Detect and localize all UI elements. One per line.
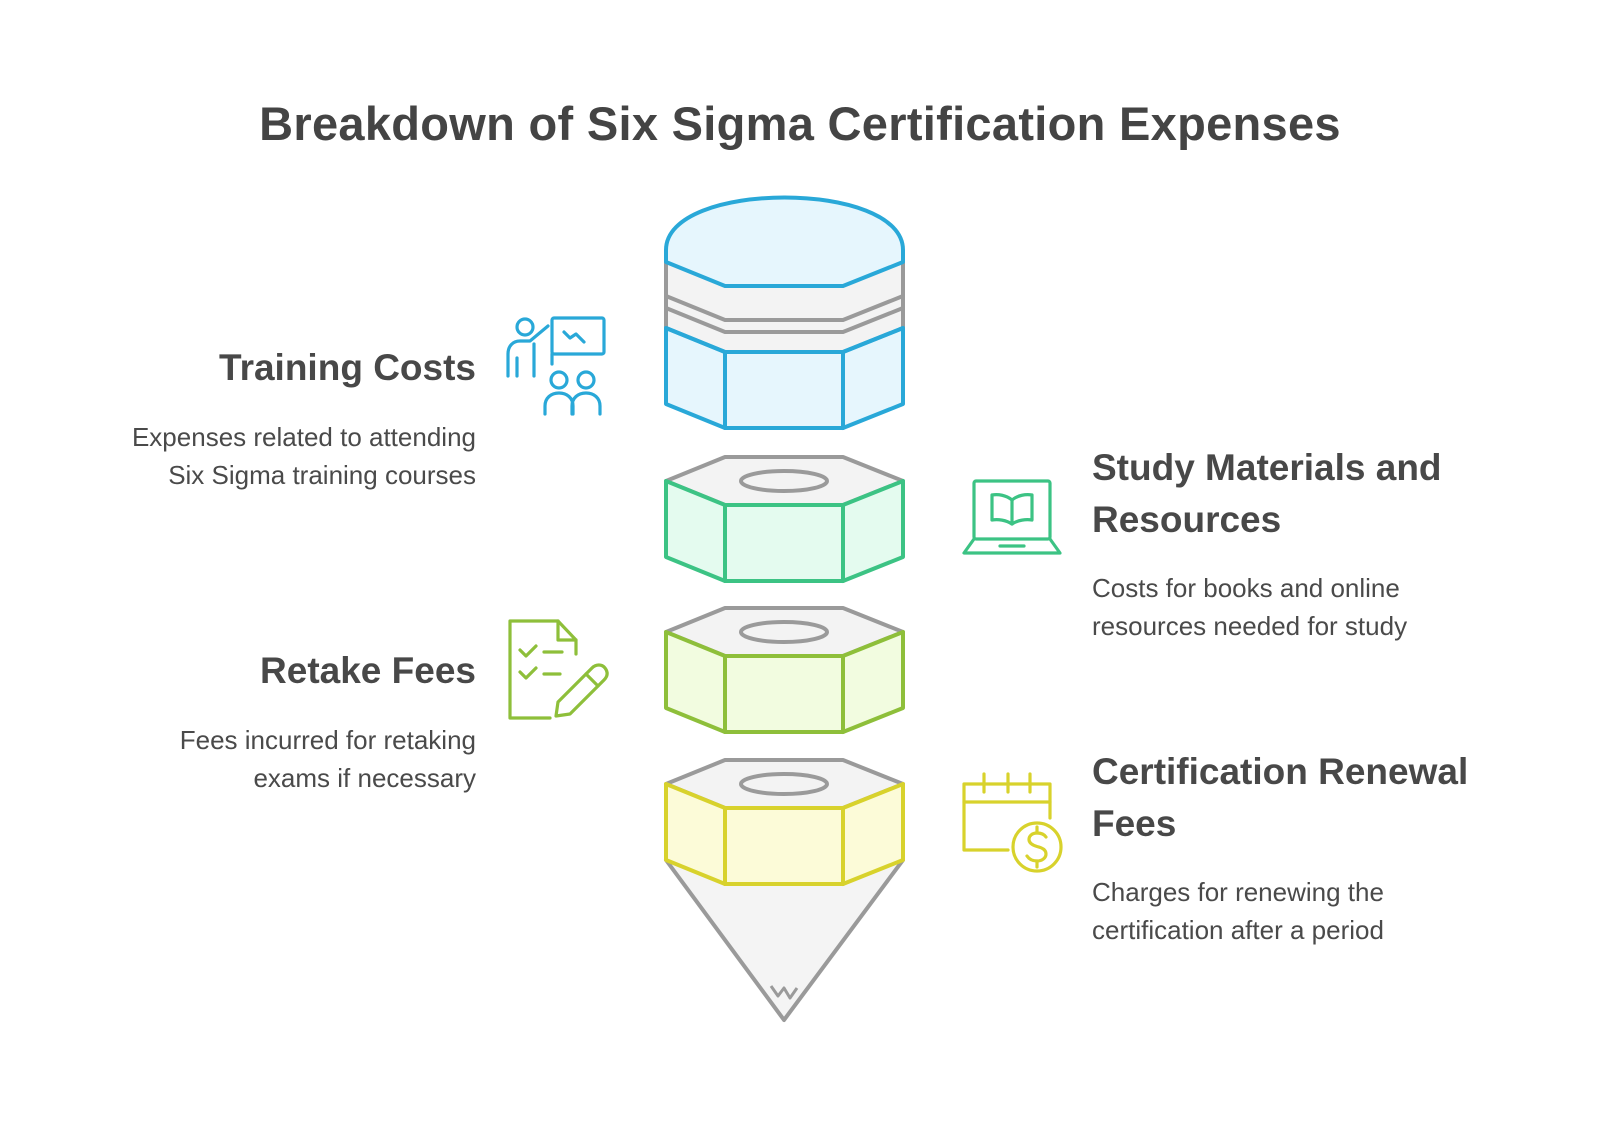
renewal-fees-heading-line-2: Fees	[1092, 803, 1177, 844]
renewal-fees-description-line-1: Charges for renewing the	[1092, 877, 1384, 907]
training-costs-heading: Training Costs	[219, 347, 476, 388]
training-costs-description: Expenses related to attending Six Sigma …	[40, 418, 476, 494]
training-costs-description-line-2: Six Sigma training courses	[168, 460, 476, 490]
study-materials-description-line-2: resources needed for study	[1092, 611, 1408, 641]
retake-fees-description-line-1: Fees incurred for retaking	[179, 725, 476, 755]
segment-retake	[664, 606, 905, 734]
segment-training	[664, 195, 905, 430]
training-presentation-icon	[506, 316, 606, 416]
training-costs-description-line-1: Expenses related to attending	[131, 422, 476, 452]
renewal-fees-description: Charges for renewing the certification a…	[1092, 873, 1572, 949]
calendar-dollar-icon	[962, 772, 1063, 873]
study-materials-heading-line-2: Resources	[1092, 499, 1282, 540]
retake-fees-heading: Retake Fees	[260, 650, 476, 691]
segment-study	[664, 455, 905, 583]
renewal-fees-heading-line-1: Certification Renewal	[1092, 751, 1469, 792]
retake-fees-description: Fees incurred for retaking exams if nece…	[40, 721, 476, 797]
study-materials-heading: Study Materials and Resources	[1092, 442, 1572, 546]
laptop-book-icon	[962, 479, 1062, 555]
segment-renewal	[664, 758, 905, 886]
renewal-fees-description-line-2: certification after a period	[1092, 915, 1384, 945]
study-materials-heading-line-1: Study Materials and	[1092, 447, 1442, 488]
study-materials-description-line-1: Costs for books and online	[1092, 573, 1400, 603]
page-title: Breakdown of Six Sigma Certification Exp…	[259, 97, 1341, 150]
checklist-pencil-icon	[508, 619, 609, 720]
study-materials-description: Costs for books and online resources nee…	[1092, 569, 1572, 645]
retake-fees-description-line-2: exams if necessary	[253, 763, 476, 793]
renewal-fees-heading: Certification Renewal Fees	[1092, 746, 1572, 850]
